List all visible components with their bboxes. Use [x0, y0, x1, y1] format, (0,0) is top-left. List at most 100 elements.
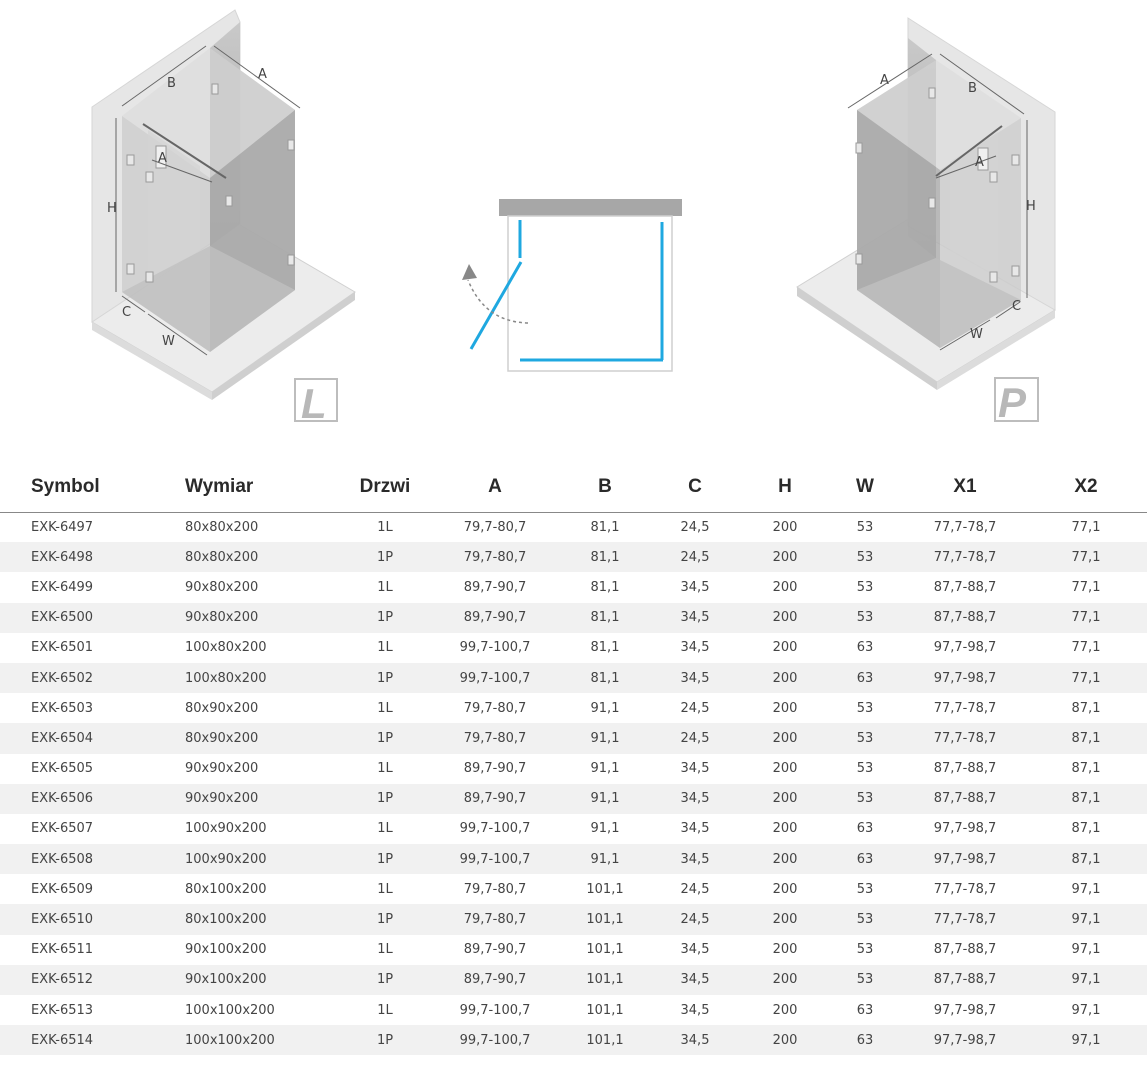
cell-w: 53 [825, 542, 905, 573]
cell-a: 89,7-90,7 [425, 964, 565, 995]
diagram-area: B A A H C W L [0, 0, 1147, 440]
cell-w: 53 [825, 964, 905, 995]
spec-table: Symbol Wymiar Drzwi A B C H W X1 X2 EXK-… [0, 466, 1147, 1056]
cell-wymiar: 100x90x200 [185, 844, 345, 875]
cell-a: 99,7-100,7 [425, 1025, 565, 1056]
cell-x2: 77,1 [1071, 519, 1101, 535]
cell-x2: 97,1 [1071, 942, 1101, 958]
cell-x2: 87,1 [1071, 761, 1101, 777]
left-handle [155, 145, 167, 169]
cell-symbol: EXK-6506 [0, 783, 185, 814]
left-cabin: B A A H C W [91, 9, 356, 400]
cell-wymiar: 90x90x200 [185, 783, 345, 814]
right-cabin: A B A H C W [796, 17, 1056, 390]
cell-b: 101,1 [586, 881, 624, 897]
left-floor-side-right [212, 292, 355, 400]
cell-x2: 77,1 [1071, 579, 1101, 595]
cell-x1: 77,7-78,7 [905, 904, 1025, 935]
cell-b: 81,1 [590, 640, 620, 656]
cell-x1: 87,7-88,7 [933, 579, 997, 595]
cell-symbol: EXK-6504 [0, 723, 185, 754]
cell-drzwi: 1P [345, 662, 425, 694]
cell-w: 63 [856, 640, 874, 656]
cell-c: 34,5 [680, 821, 710, 837]
cell-drzwi: 1L [377, 700, 393, 716]
cell-symbol: EXK-6514 [0, 1025, 185, 1056]
cell-x2: 97,1 [1071, 1002, 1101, 1018]
cell-symbol: EXK-6497 [31, 519, 94, 535]
cell-x1: 87,7-88,7 [933, 942, 997, 958]
cell-c: 34,5 [680, 579, 710, 595]
cell-wymiar: 90x90x200 [185, 761, 259, 777]
right-dimension-lines [847, 53, 1028, 351]
left-hinge [126, 263, 135, 275]
right-label-a-inner: A [975, 155, 984, 170]
cell-h: 200 [772, 640, 798, 656]
cell-wymiar: 80x80x200 [185, 519, 259, 535]
cell-a: 99,7-100,7 [459, 821, 531, 837]
cell-b: 91,1 [590, 700, 620, 716]
right-label-h: H [1026, 199, 1036, 214]
cell-h: 200 [745, 1025, 825, 1056]
cell-h: 200 [772, 579, 798, 595]
cell-drzwi: 1L [377, 519, 393, 535]
cell-symbol: EXK-6498 [0, 542, 185, 573]
cell-wymiar: 90x100x200 [185, 964, 345, 995]
cell-h: 200 [745, 662, 825, 694]
right-label-a: A [880, 73, 889, 88]
header-wymiar: Wymiar [185, 466, 345, 513]
cell-h: 200 [745, 542, 825, 573]
cell-symbol: EXK-6499 [31, 579, 94, 595]
cell-c: 24,5 [680, 519, 710, 535]
cell-drzwi: 1P [345, 723, 425, 754]
left-label-b: B [167, 76, 176, 91]
right-shower-floor [857, 258, 1021, 348]
cell-h: 200 [772, 1002, 798, 1018]
cell-wymiar: 80x90x200 [185, 700, 259, 716]
cell-drzwi: 1L [377, 881, 393, 897]
header-w: W [825, 466, 905, 513]
schematic-arrow-head [462, 264, 477, 280]
cell-w: 53 [856, 942, 874, 958]
table-header-row: Symbol Wymiar Drzwi A B C H W X1 X2 [0, 466, 1147, 513]
left-label-a: A [258, 67, 267, 82]
cell-c: 24,5 [680, 881, 710, 897]
cell-a: 99,7-100,7 [459, 640, 531, 656]
cell-b: 101,1 [586, 942, 624, 958]
cell-b: 81,1 [590, 579, 620, 595]
right-label-b: B [968, 81, 977, 96]
cell-w: 53 [856, 700, 874, 716]
cell-x2: 97,1 [1025, 964, 1147, 995]
left-hinge [287, 139, 295, 151]
cell-x2: 87,1 [1071, 821, 1101, 837]
cell-c: 34,5 [645, 964, 745, 995]
cell-x2: 87,1 [1025, 783, 1147, 814]
cell-drzwi: 1P [345, 904, 425, 935]
cell-c: 24,5 [645, 723, 745, 754]
cell-c: 34,5 [645, 662, 745, 694]
cell-symbol: EXK-6502 [0, 662, 185, 694]
left-hinge [145, 171, 154, 183]
cell-symbol: EXK-6513 [31, 1002, 94, 1018]
header-b: B [565, 466, 645, 513]
right-stabilizer-bar [935, 125, 1003, 177]
cell-drzwi: 1P [345, 602, 425, 633]
right-hinge [989, 271, 998, 283]
cell-h: 200 [772, 881, 798, 897]
cell-drzwi: 1L [377, 821, 393, 837]
right-label-w: W [970, 327, 983, 342]
left-label-c: C [122, 305, 131, 320]
cell-c: 24,5 [645, 904, 745, 935]
right-hinge [1011, 154, 1020, 166]
left-label-h: H [107, 201, 117, 216]
cell-h: 200 [772, 821, 798, 837]
left-stabilizer-bar [142, 123, 227, 179]
cell-wymiar: 100x90x200 [185, 821, 267, 837]
cell-a: 79,7-80,7 [425, 723, 565, 754]
